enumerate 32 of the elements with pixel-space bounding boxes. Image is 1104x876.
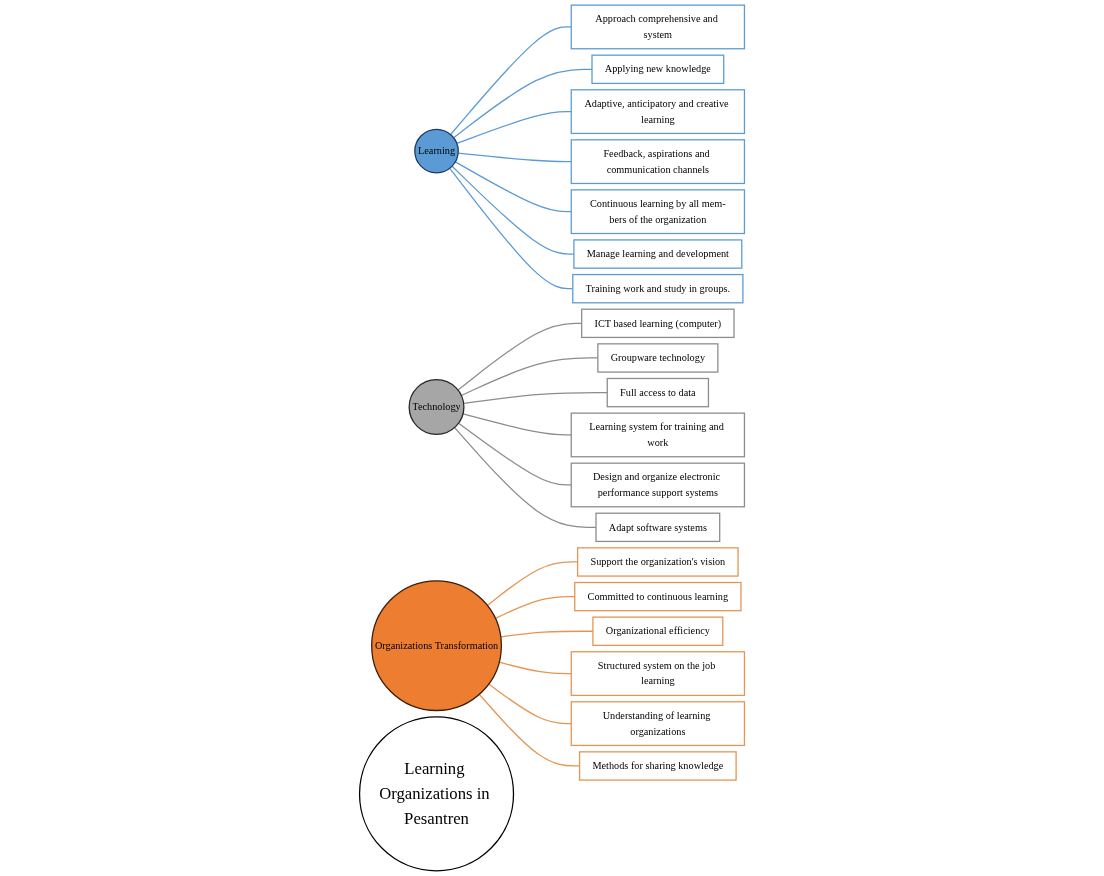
node-box: Training work and study in groups. — [572, 273, 744, 304]
connector — [449, 167, 574, 290]
node-circle: Learning — [414, 128, 459, 174]
node-box: Continuous learning by all mem-bers of the organization — [570, 189, 746, 235]
node-box: Organizational efficiency — [592, 616, 724, 646]
node-box: Feedback, aspirations and communication channels — [570, 139, 746, 185]
node-box: Committed to continuous learning — [574, 581, 742, 612]
node-box: Understanding of learning organizations — [570, 701, 746, 747]
node-box: Structured system on the job learning — [570, 651, 746, 697]
connector — [456, 111, 572, 145]
node-box: Support the organization's vision — [577, 547, 739, 577]
node-box: Groupware technology — [597, 343, 719, 373]
node-box: Approach comprehensive and system — [570, 4, 746, 50]
node-box: Full access to data — [606, 377, 710, 408]
node-box: Design and organize electronic performance support systems — [570, 462, 746, 508]
node-box: Manage learning and development — [573, 239, 743, 269]
connector — [454, 161, 572, 213]
connector — [498, 661, 572, 675]
connector — [462, 413, 572, 436]
node-box: Adapt software systems — [595, 512, 721, 543]
node-circle: Learning Organizations in Pesantren — [358, 716, 515, 872]
connector — [488, 683, 572, 725]
connector — [450, 26, 572, 136]
node-circle: Technology — [408, 379, 465, 435]
connector — [457, 422, 572, 486]
connector — [463, 391, 608, 404]
node-box: Methods for sharing knowledge — [578, 751, 737, 781]
node-box: Learning system for training and work — [570, 412, 746, 458]
node-box: Applying new knowledge — [591, 54, 725, 85]
node-box: ICT based learning (computer) — [581, 308, 735, 339]
node-circle: Organizations Transformation — [371, 580, 502, 712]
node-box: Adaptive, anticipatory and creative learning — [570, 89, 746, 135]
